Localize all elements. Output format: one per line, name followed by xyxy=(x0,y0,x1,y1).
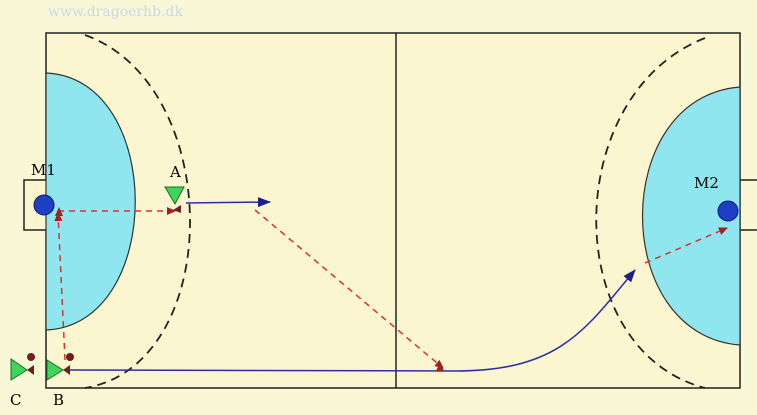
free-throw-line-left xyxy=(84,34,191,389)
run-arrow-b xyxy=(69,269,636,372)
ball-c xyxy=(27,353,35,361)
label-b: B xyxy=(53,391,65,409)
label-m2: M2 xyxy=(694,174,719,192)
goal-area-left xyxy=(45,72,136,331)
ball-marker-b xyxy=(63,365,70,375)
pass-arrow-to-b-run xyxy=(254,209,444,369)
ball-b xyxy=(66,353,74,361)
pass-arrow-b-to-m1 xyxy=(54,212,66,361)
goalkeeper-m1 xyxy=(33,194,55,216)
goal-area-right xyxy=(642,86,741,346)
player-b xyxy=(46,359,64,381)
ball-a xyxy=(173,205,181,213)
label-c: C xyxy=(10,391,22,409)
free-throw-line-right xyxy=(595,37,706,389)
pass-arrow-to-m2 xyxy=(644,227,728,264)
ball-marker-c xyxy=(27,365,34,375)
ball-marker-m1 xyxy=(55,207,63,216)
ball-marker-run xyxy=(436,362,444,371)
goal-right xyxy=(740,179,757,231)
goalkeeper-m2 xyxy=(717,200,739,222)
run-arrow-a xyxy=(185,197,271,208)
player-a xyxy=(164,186,185,206)
label-m1: M1 xyxy=(31,161,56,179)
player-c xyxy=(10,358,28,381)
label-a: A xyxy=(170,163,181,181)
watermark: www.dragoerhb.dk xyxy=(48,4,183,20)
